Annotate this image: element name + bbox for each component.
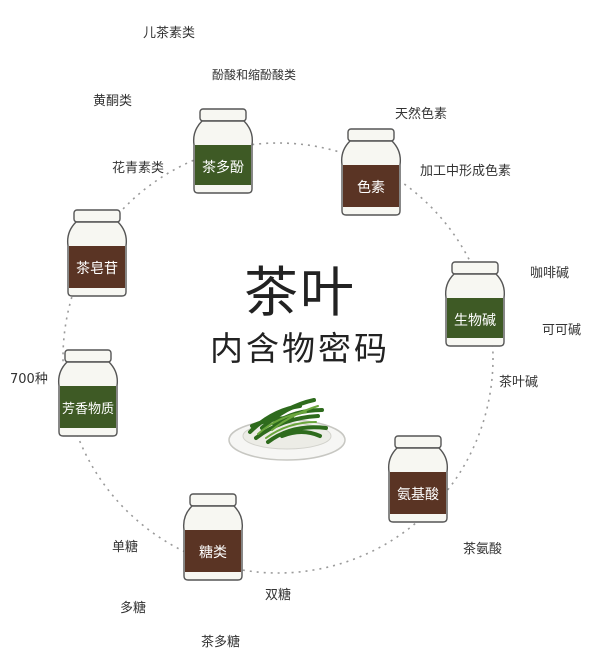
label-theophylline: 茶叶碱 bbox=[499, 375, 539, 390]
label-disaccharide: 双糖 bbox=[265, 588, 292, 603]
label-catechins: 儿茶素类 bbox=[143, 26, 196, 41]
label-natural-pigments: 天然色素 bbox=[395, 107, 448, 122]
label-theanine: 茶氨酸 bbox=[463, 542, 503, 557]
jar-label: 生物碱 bbox=[454, 313, 496, 329]
jar-pigments: 色素 bbox=[336, 125, 406, 219]
jar-icon bbox=[387, 435, 449, 523]
tea-leaves-plate-icon bbox=[228, 398, 346, 461]
jar-icon bbox=[182, 493, 244, 581]
label-anthocyanins: 花青素类 bbox=[112, 161, 165, 176]
jar-label: 茶多酚 bbox=[202, 160, 244, 176]
jar-label: 色素 bbox=[357, 180, 385, 196]
jar-tea-saponin: 茶皂苷 bbox=[62, 206, 132, 300]
jar-label: 芳香物质 bbox=[61, 402, 114, 417]
jar-tea-polyphenols: 茶多酚 bbox=[188, 105, 258, 197]
jar-alkaloids: 生物碱 bbox=[440, 258, 510, 350]
label-caffeine: 咖啡碱 bbox=[530, 266, 570, 281]
label-tea-polysaccharide: 茶多糖 bbox=[201, 635, 241, 650]
jar-label: 茶皂苷 bbox=[76, 261, 118, 277]
jar-amino-acids: 氨基酸 bbox=[382, 432, 454, 526]
label-processed-pigments: 加工中形成色素 bbox=[420, 164, 512, 179]
label-aroma-count: 700种 bbox=[10, 372, 48, 387]
jar-icon bbox=[192, 108, 254, 194]
label-phenolic-acids: 酚酸和缩酚酸类 bbox=[212, 68, 297, 82]
jar-label: 糖类 bbox=[199, 545, 227, 561]
label-theobromine: 可可碱 bbox=[542, 323, 582, 338]
main-title: 茶叶 bbox=[244, 261, 356, 324]
jar-icon bbox=[340, 128, 402, 216]
jar-aroma-compounds: 芳香物质 bbox=[52, 346, 124, 440]
label-polysaccharide: 多糖 bbox=[120, 601, 147, 616]
jar-icon bbox=[57, 349, 119, 437]
jar-label: 氨基酸 bbox=[397, 487, 439, 503]
main-subtitle: 内含物密码 bbox=[210, 329, 390, 368]
jar-sugars: 糖类 bbox=[178, 490, 248, 584]
jar-icon bbox=[444, 261, 506, 347]
label-monosaccharide: 单糖 bbox=[112, 540, 139, 555]
jar-icon bbox=[66, 209, 128, 297]
label-flavonoids: 黄酮类 bbox=[93, 94, 133, 109]
